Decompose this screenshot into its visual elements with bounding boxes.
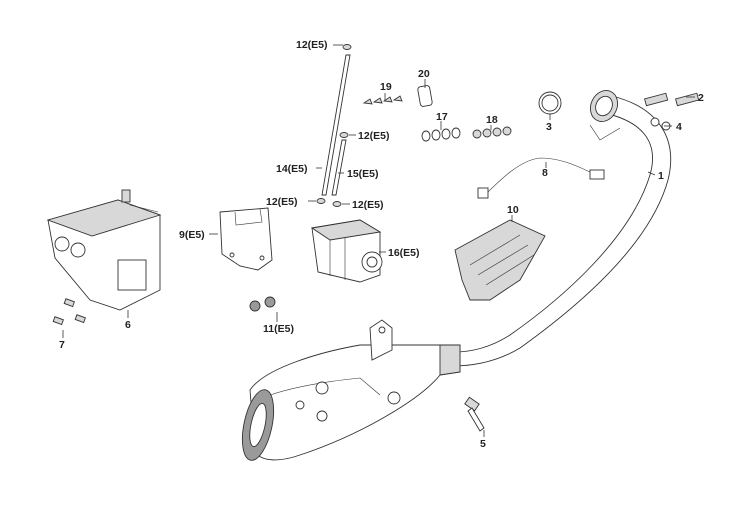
bracket-part	[219, 207, 273, 271]
hose-clamps-part	[316, 44, 352, 207]
canister-part	[46, 189, 162, 311]
callout-7: 7	[59, 339, 65, 351]
callout-16: 16(E5)	[388, 247, 420, 259]
mounting-bolt-part	[464, 396, 485, 432]
callout-14: 14(E5)	[276, 163, 308, 175]
callout-10: 10	[507, 204, 519, 216]
small-screws-part	[52, 298, 86, 326]
exhaust-pipe-part	[451, 90, 672, 367]
gasket-ring-part	[538, 91, 562, 115]
callout-12-left: 12(E5)	[266, 196, 298, 208]
bolts-part	[644, 92, 700, 131]
callout-20: 20	[418, 68, 430, 80]
callout-1: 1	[658, 170, 664, 182]
callout-8: 8	[542, 167, 548, 179]
nuts-18-part	[472, 126, 512, 139]
callout-19: 19	[380, 81, 392, 93]
sleeve-20-part	[417, 85, 433, 107]
callout-15: 15(E5)	[347, 168, 379, 180]
heat-shield-part	[454, 219, 546, 301]
callout-17: 17	[436, 111, 448, 123]
callout-12-middle: 12(E5)	[358, 130, 390, 142]
callout-5: 5	[480, 438, 486, 450]
hose-15-part	[331, 139, 347, 196]
muffler-part	[241, 319, 461, 461]
sensor-wire-part	[477, 157, 605, 199]
callout-9: 9(E5)	[179, 229, 205, 241]
hose-14-part	[321, 54, 351, 196]
callout-18: 18	[486, 114, 498, 126]
leader-lines	[62, 44, 695, 437]
washers-17-part	[421, 127, 461, 142]
callout-11: 11(E5)	[263, 323, 294, 335]
nuts-part	[249, 296, 276, 312]
clips-19-part	[362, 95, 403, 105]
callout-4: 4	[676, 121, 682, 133]
callout-2: 2	[698, 92, 704, 104]
callout-6: 6	[125, 319, 131, 331]
callout-12-top: 12(E5)	[296, 39, 328, 51]
valve-unit-part	[310, 219, 383, 283]
callout-12-right: 12(E5)	[352, 199, 384, 211]
callout-3: 3	[546, 121, 552, 133]
